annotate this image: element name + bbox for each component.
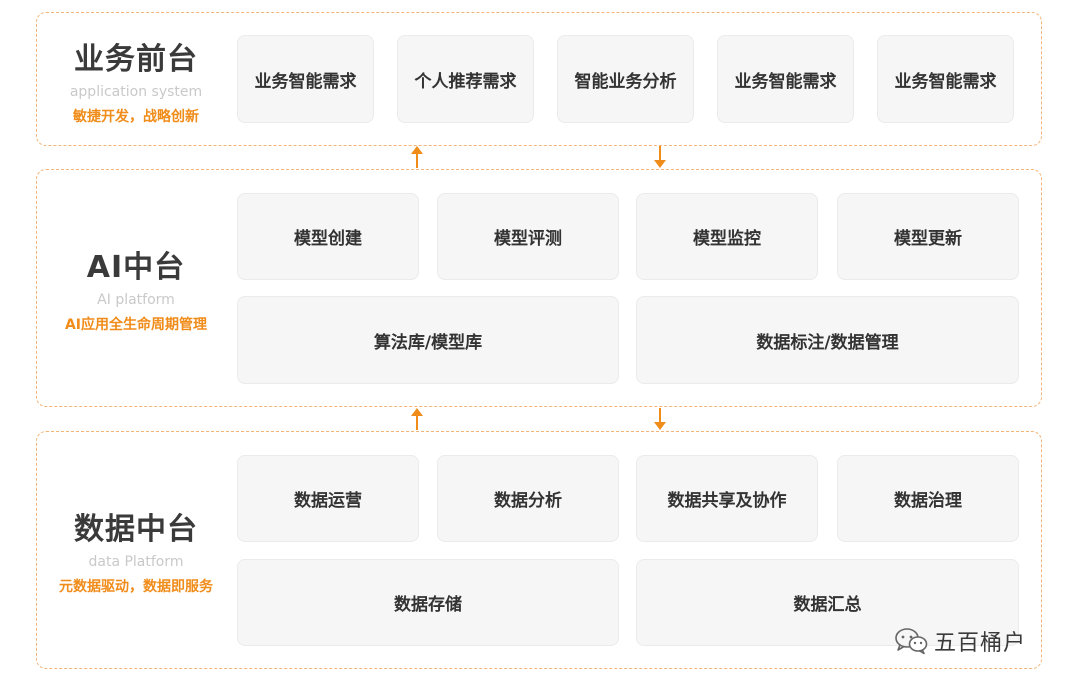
ai-box-5: 算法库/模型库: [237, 296, 619, 384]
app-box-1: 业务智能需求: [237, 35, 374, 123]
layer-slogan: 元数据驱动，数据即服务: [59, 579, 213, 595]
arrow-up-icon: [411, 146, 423, 168]
data-box-4: 数据治理: [837, 455, 1019, 542]
data-box-6: 数据汇总: [636, 559, 1019, 646]
layer-subtitle: application system: [69, 84, 203, 100]
layer-application-title-block: 业务前台 application system 敏捷开发，战略创新: [36, 34, 236, 126]
layer-application: [36, 12, 1042, 146]
ai-box-4: 模型更新: [837, 193, 1019, 280]
layer-data-title-block: 数据中台 data Platform 元数据驱动，数据即服务: [36, 504, 236, 596]
layer-title: AI中台: [86, 250, 186, 285]
app-box-5: 业务智能需求: [877, 35, 1014, 123]
data-box-2: 数据分析: [437, 455, 619, 542]
ai-box-2: 模型评测: [437, 193, 619, 280]
data-box-3: 数据共享及协作: [636, 455, 818, 542]
data-box-1: 数据运营: [237, 455, 419, 542]
layer-slogan: 敏捷开发，战略创新: [73, 109, 199, 125]
arrow-up-icon: [411, 408, 423, 430]
arrow-down-icon: [654, 408, 666, 430]
ai-box-3: 模型监控: [636, 193, 818, 280]
layer-slogan: AI应用全生命周期管理: [64, 317, 208, 333]
ai-box-6: 数据标注/数据管理: [636, 296, 1019, 384]
layer-title: 数据中台: [74, 512, 198, 547]
layer-title: 业务前台: [74, 42, 198, 77]
app-box-4: 业务智能需求: [717, 35, 854, 123]
layer-subtitle: AI platform: [97, 292, 175, 308]
wechat-icon: [895, 628, 928, 655]
layer-ai-title-block: AI中台 AI platform AI应用全生命周期管理: [36, 242, 236, 334]
ai-box-1: 模型创建: [237, 193, 419, 280]
watermark: 五百桶户: [894, 624, 1026, 658]
watermark-text: 五百桶户: [934, 631, 1027, 656]
layer-subtitle: data Platform: [88, 554, 184, 570]
arrow-down-icon: [654, 146, 666, 168]
app-box-2: 个人推荐需求: [397, 35, 534, 123]
app-box-3: 智能业务分析: [557, 35, 694, 123]
data-box-5: 数据存储: [237, 559, 619, 646]
